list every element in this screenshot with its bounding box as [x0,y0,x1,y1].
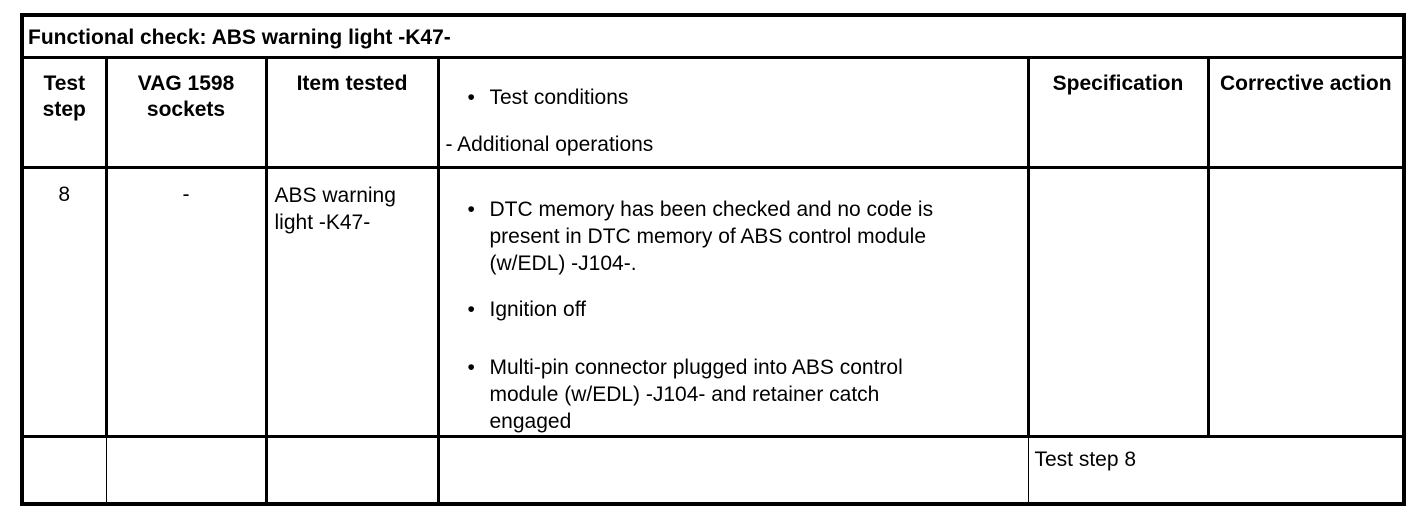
result-cell-conditions-empty [436,434,1029,506]
cell-specification-empty [1026,165,1210,438]
cell-vag-sockets: - [104,165,268,438]
cell-test-step-number: 8 [20,165,108,438]
condition-ignition-off: Ignition off [446,296,941,323]
header-additional-operations: - Additional operations [445,132,654,156]
table-result-row: Test step 8 [20,434,1406,506]
cell-corrective-action-empty [1206,165,1406,438]
condition-dtc-memory: DTC memory has been checked and no code … [446,196,941,277]
cell-item-tested: ABS warning light -K47- [264,165,440,438]
condition-multi-pin-connector: Multi-pin connector plugged into ABS con… [446,354,941,434]
result-cell-test-step-empty [20,434,107,506]
cell-test-conditions: DTC memory has been checked and no code … [436,165,1030,438]
test-conditions-list: DTC memory has been checked and no code … [441,170,1025,434]
table-title: Functional check: ABS warning light -K47… [20,13,1406,59]
header-specification: Specification [1026,55,1210,169]
header-test-conditions-cell: Test conditions - Additional operations [436,55,1030,169]
header-item-tested: Item tested [264,55,440,169]
table-title-row: Functional check: ABS warning light -K47… [20,13,1406,59]
header-corrective-action: Corrective action [1206,55,1406,169]
result-cell-vag-sockets-empty [105,434,268,506]
test-step-8-row: 8 - ABS warning light -K47- DTC memory h… [20,165,1406,438]
result-cell-item-tested-empty [264,434,440,506]
table-header-row: Test step VAG 1598 sockets Item tested T… [20,55,1406,169]
header-test-conditions: Test conditions [446,85,941,111]
result-cell-test-step-8: Test step 8 [1027,434,1406,506]
header-test-step: Test step [20,55,108,169]
functional-check-table: Functional check: ABS warning light -K47… [20,13,1407,506]
header-vag-1598-sockets: VAG 1598 sockets [104,55,268,169]
